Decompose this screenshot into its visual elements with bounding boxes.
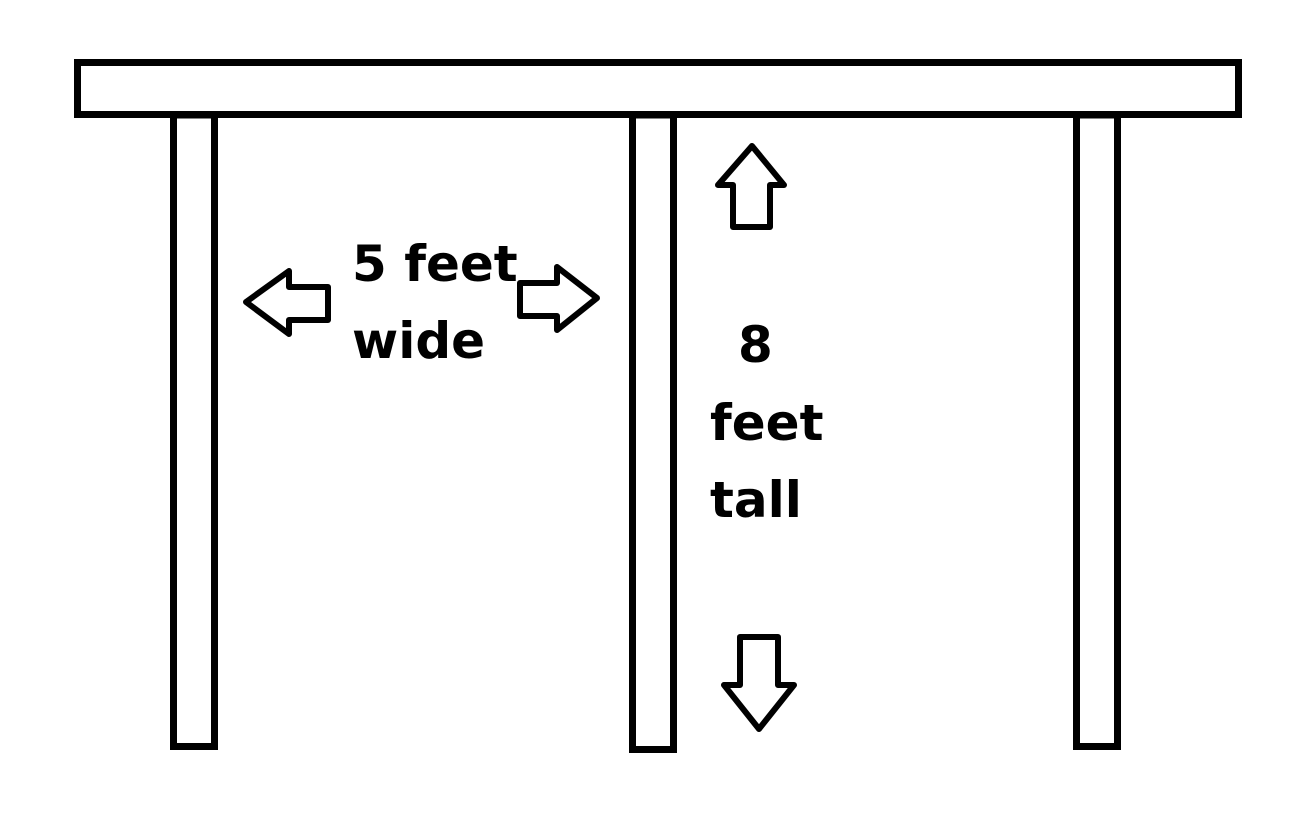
width-label-line1: 5 feet — [352, 235, 518, 293]
top-beam — [74, 59, 1242, 118]
height-label-line1: 8 — [738, 316, 773, 374]
arrow-up-icon — [715, 143, 787, 230]
arrow-down-icon — [721, 634, 797, 732]
width-label-line2: wide — [352, 312, 485, 370]
arrow-left-icon — [243, 268, 331, 337]
middle-post — [629, 111, 677, 753]
height-label-line3: tall — [710, 471, 802, 529]
right-post — [1073, 111, 1121, 750]
height-label-line2: feet — [710, 394, 823, 452]
left-post — [170, 111, 218, 750]
arrow-right-icon — [517, 264, 600, 333]
